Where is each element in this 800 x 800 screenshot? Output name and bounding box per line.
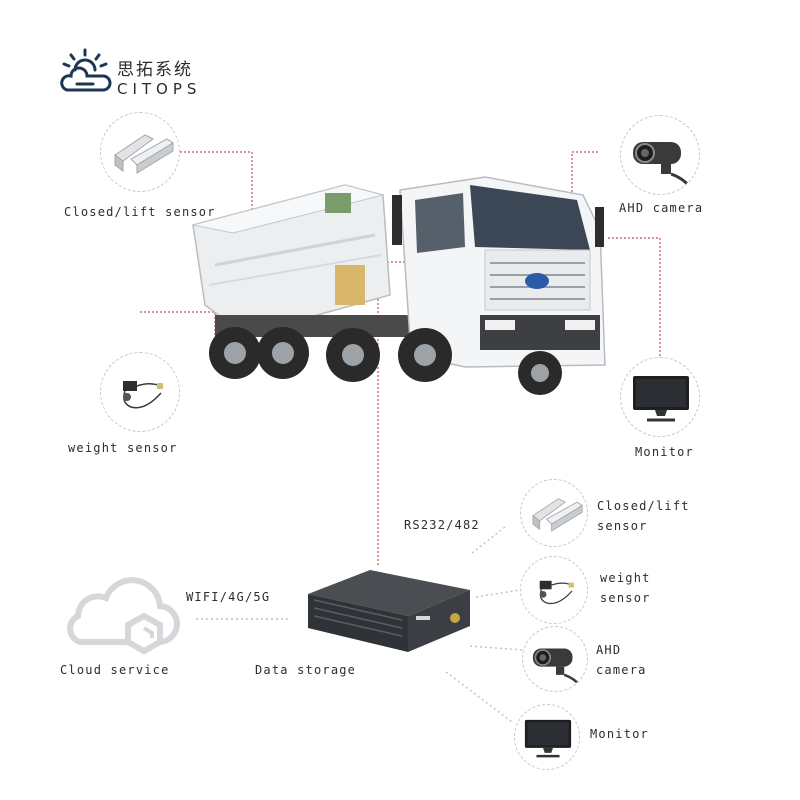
label-monitor: Monitor: [635, 445, 694, 459]
cloud-icon: [67, 577, 180, 655]
peripheral-camera-bubble: [522, 626, 588, 692]
link-monitor: [445, 671, 513, 723]
connector-weight-sensor: [140, 311, 216, 360]
connector-ahd-camera: [571, 151, 598, 232]
brand-name-en: CITOPS: [117, 80, 202, 98]
label-peripheral-camera-line1: AHD: [596, 643, 622, 657]
peripheral-lift-sensor-bubble: [520, 479, 588, 547]
peripheral-monitor-bubble: [514, 704, 580, 770]
label-peripheral-camera: AHD camera: [596, 640, 647, 680]
monitor-bubble: [620, 357, 700, 437]
label-data-storage: Data storage: [255, 663, 357, 677]
peripheral-weight-sensor-bubble: [520, 556, 588, 624]
link-weight: [475, 589, 521, 598]
label-rs-link: RS232/482: [404, 518, 480, 532]
label-peripheral-camera-line2: camera: [596, 663, 647, 677]
dump-truck-image: [192, 176, 606, 395]
weight-sensor-bubble: [100, 352, 180, 432]
data-storage-device-image: [308, 570, 470, 652]
connector-monitor: [608, 237, 661, 360]
door-sensor-icon: [532, 498, 583, 532]
camera-icon: [633, 142, 693, 189]
label-peripheral-monitor: Monitor: [590, 727, 649, 741]
camera-icon: [532, 648, 582, 688]
door-sensor-icon: [114, 134, 174, 174]
label-weight-sensor: weight sensor: [68, 441, 178, 455]
monitor-icon: [633, 376, 689, 422]
label-peripheral-weight-sensor-line2: sensor: [600, 591, 651, 605]
label-wifi-link: WIFI/4G/5G: [186, 590, 271, 604]
link-camera: [469, 645, 523, 651]
weight-sensor-icon: [539, 580, 574, 605]
label-lift-sensor: Closed/lift sensor: [64, 205, 216, 219]
monitor-icon: [524, 719, 572, 758]
label-peripheral-lift-sensor: Closed/lift sensor: [597, 496, 690, 536]
label-peripheral-lift-sensor-line1: Closed/lift: [597, 499, 690, 513]
lift-sensor-bubble: [100, 112, 180, 192]
label-peripheral-weight-sensor: weight sensor: [600, 568, 651, 608]
label-ahd-camera: AHD camera: [619, 201, 704, 215]
label-peripheral-lift-sensor-line2: sensor: [597, 519, 648, 533]
label-cloud-service: Cloud service: [60, 663, 170, 677]
label-peripheral-weight-sensor-line1: weight: [600, 571, 651, 585]
brand-name-cn: 思拓系统: [117, 60, 193, 80]
link-rs-sensor: [471, 526, 506, 554]
ahd-camera-bubble: [620, 115, 700, 195]
cloud-sun-logo-icon: [60, 48, 112, 92]
weight-sensor-icon: [123, 381, 164, 409]
